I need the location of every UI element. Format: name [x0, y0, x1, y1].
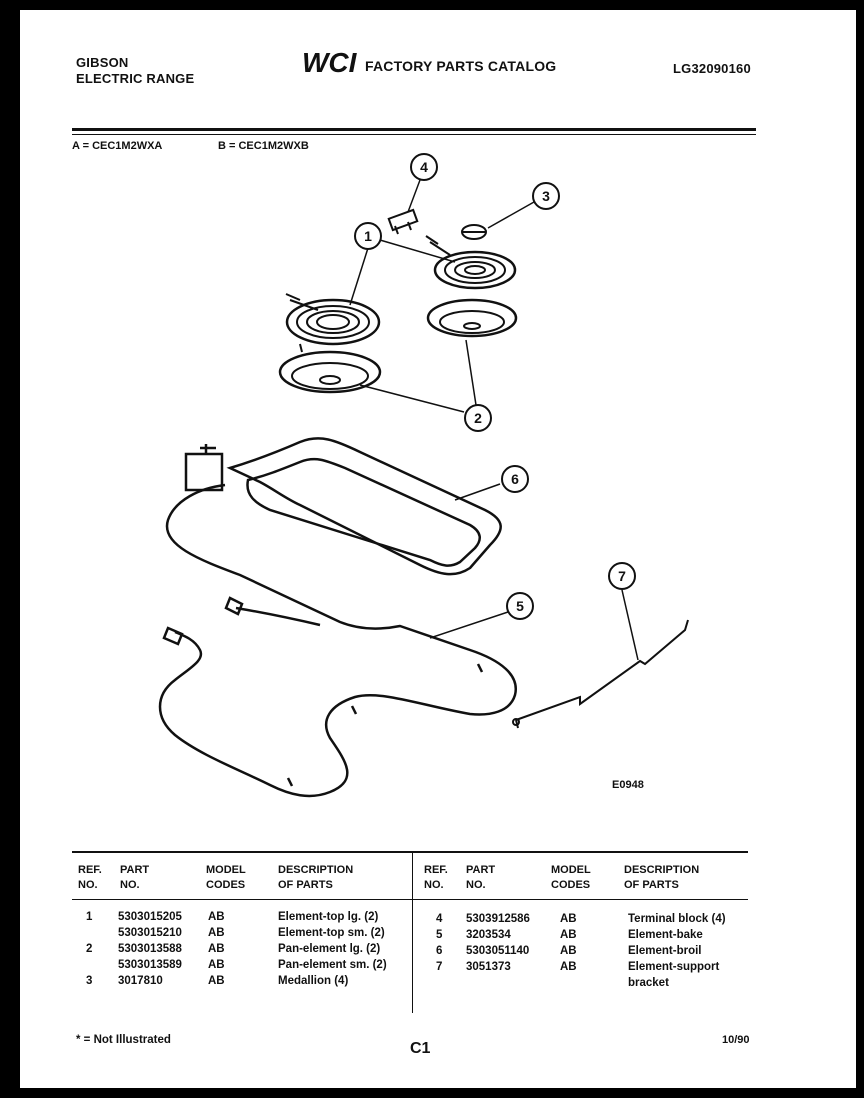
table-row-ref: 5: [436, 929, 443, 941]
leader-lines: [349, 179, 639, 661]
table-row-model: AB: [208, 911, 225, 923]
svg-text:1: 1: [364, 228, 372, 244]
table-row-part: 5303013589: [118, 959, 182, 971]
table-row-desc: Terminal block (4): [628, 913, 726, 925]
table-row-model: AB: [560, 945, 577, 957]
scan-edge-top: [0, 0, 864, 10]
callout-7: 7: [608, 562, 636, 590]
header-rule-thin: [72, 134, 756, 135]
footnote-not-illustrated: * = Not Illustrated: [76, 1034, 171, 1046]
table-row-model: AB: [208, 975, 225, 987]
scan-edge-left: [0, 0, 20, 1098]
callout-6: 6: [501, 465, 529, 493]
table-header-rule: [72, 899, 748, 900]
header-ref-left: REF.NO.: [78, 864, 102, 891]
scan-edge-bottom: [0, 1088, 864, 1098]
revision-date: 10/90: [722, 1034, 750, 1046]
table-row-model: AB: [208, 959, 225, 971]
table-row-desc: Pan-element lg. (2): [278, 943, 381, 955]
brand-block: GIBSON ELECTRIC RANGE: [76, 55, 194, 87]
table-row-part: 5303013588: [118, 943, 182, 955]
element-support-bracket: [512, 619, 689, 729]
terminal-block: [387, 208, 419, 235]
callout-4: 4: [410, 153, 438, 181]
callout-3: 3: [532, 182, 560, 210]
catalog-number: LG32090160: [673, 61, 751, 76]
surface-element-large: [285, 293, 381, 353]
model-a: A = CEC1M2WXA: [72, 140, 163, 152]
drip-pan-large: [278, 350, 382, 394]
svg-text:4: 4: [420, 159, 428, 175]
table-column-divider: [412, 853, 413, 1013]
table-row-model: AB: [208, 943, 225, 955]
product-type: ELECTRIC RANGE: [76, 71, 195, 86]
table-row-ref: 3: [86, 975, 93, 987]
brand-name: GIBSON: [76, 55, 129, 70]
table-row-desc: Medallion (4): [278, 975, 349, 987]
catalog-title: FACTORY PARTS CATALOG: [365, 58, 557, 74]
table-row-desc: Element-support: [628, 961, 720, 973]
model-b: B = CEC1M2WXB: [218, 140, 309, 152]
table-row-model: AB: [560, 913, 577, 925]
table-row-ref: 7: [436, 961, 443, 973]
bake-element: [158, 483, 518, 798]
table-row-model: AB: [560, 929, 577, 941]
table-row-part: 3017810: [118, 975, 163, 987]
table-row-model: AB: [560, 961, 577, 973]
callout-2: 2: [464, 404, 492, 432]
broil-element: [184, 437, 502, 576]
table-row-desc: Element-broil: [628, 945, 702, 957]
callout-1: 1: [354, 222, 382, 250]
table-row-model: AB: [208, 927, 225, 939]
table-row-ref: 6: [436, 945, 443, 957]
table-row-ref: 2: [86, 943, 93, 955]
table-row-part: 3203534: [466, 929, 511, 941]
svg-text:2: 2: [474, 410, 482, 426]
figure-code: E0948: [612, 779, 644, 791]
table-row-ref: 1: [86, 911, 93, 923]
table-row-ref: 4: [436, 913, 443, 925]
page-number: C1: [410, 1040, 431, 1057]
table-row-part: 5303051140: [466, 945, 530, 957]
svg-text:3: 3: [542, 188, 550, 204]
svg-text:6: 6: [511, 471, 519, 487]
svg-text:7: 7: [618, 568, 626, 584]
table-row-part: 5303015205: [118, 911, 182, 923]
table-row-desc-cont: bracket: [628, 977, 669, 989]
header-ref-right: REF.NO.: [424, 864, 448, 891]
scan-edge-right: [856, 0, 864, 1098]
table-row-part: 3051373: [466, 961, 511, 973]
drip-pan-small: [426, 298, 518, 338]
table-top-rule: [72, 851, 748, 853]
table-row-desc: Element-bake: [628, 929, 703, 941]
surface-element-small: [425, 235, 517, 290]
table-row-desc: Element-top lg. (2): [278, 911, 379, 923]
medallion: [461, 224, 487, 240]
table-row-part: 5303015210: [118, 927, 182, 939]
header-rule-thick: [72, 128, 756, 131]
svg-text:5: 5: [516, 598, 524, 614]
table-row-part: 5303912586: [466, 913, 530, 925]
table-row-desc: Element-top sm. (2): [278, 927, 385, 939]
wci-logo-text: WCI: [302, 47, 358, 76]
table-row-desc: Pan-element sm. (2): [278, 959, 387, 971]
wci-logo: WCI: [302, 47, 358, 76]
callout-5: 5: [506, 592, 534, 620]
